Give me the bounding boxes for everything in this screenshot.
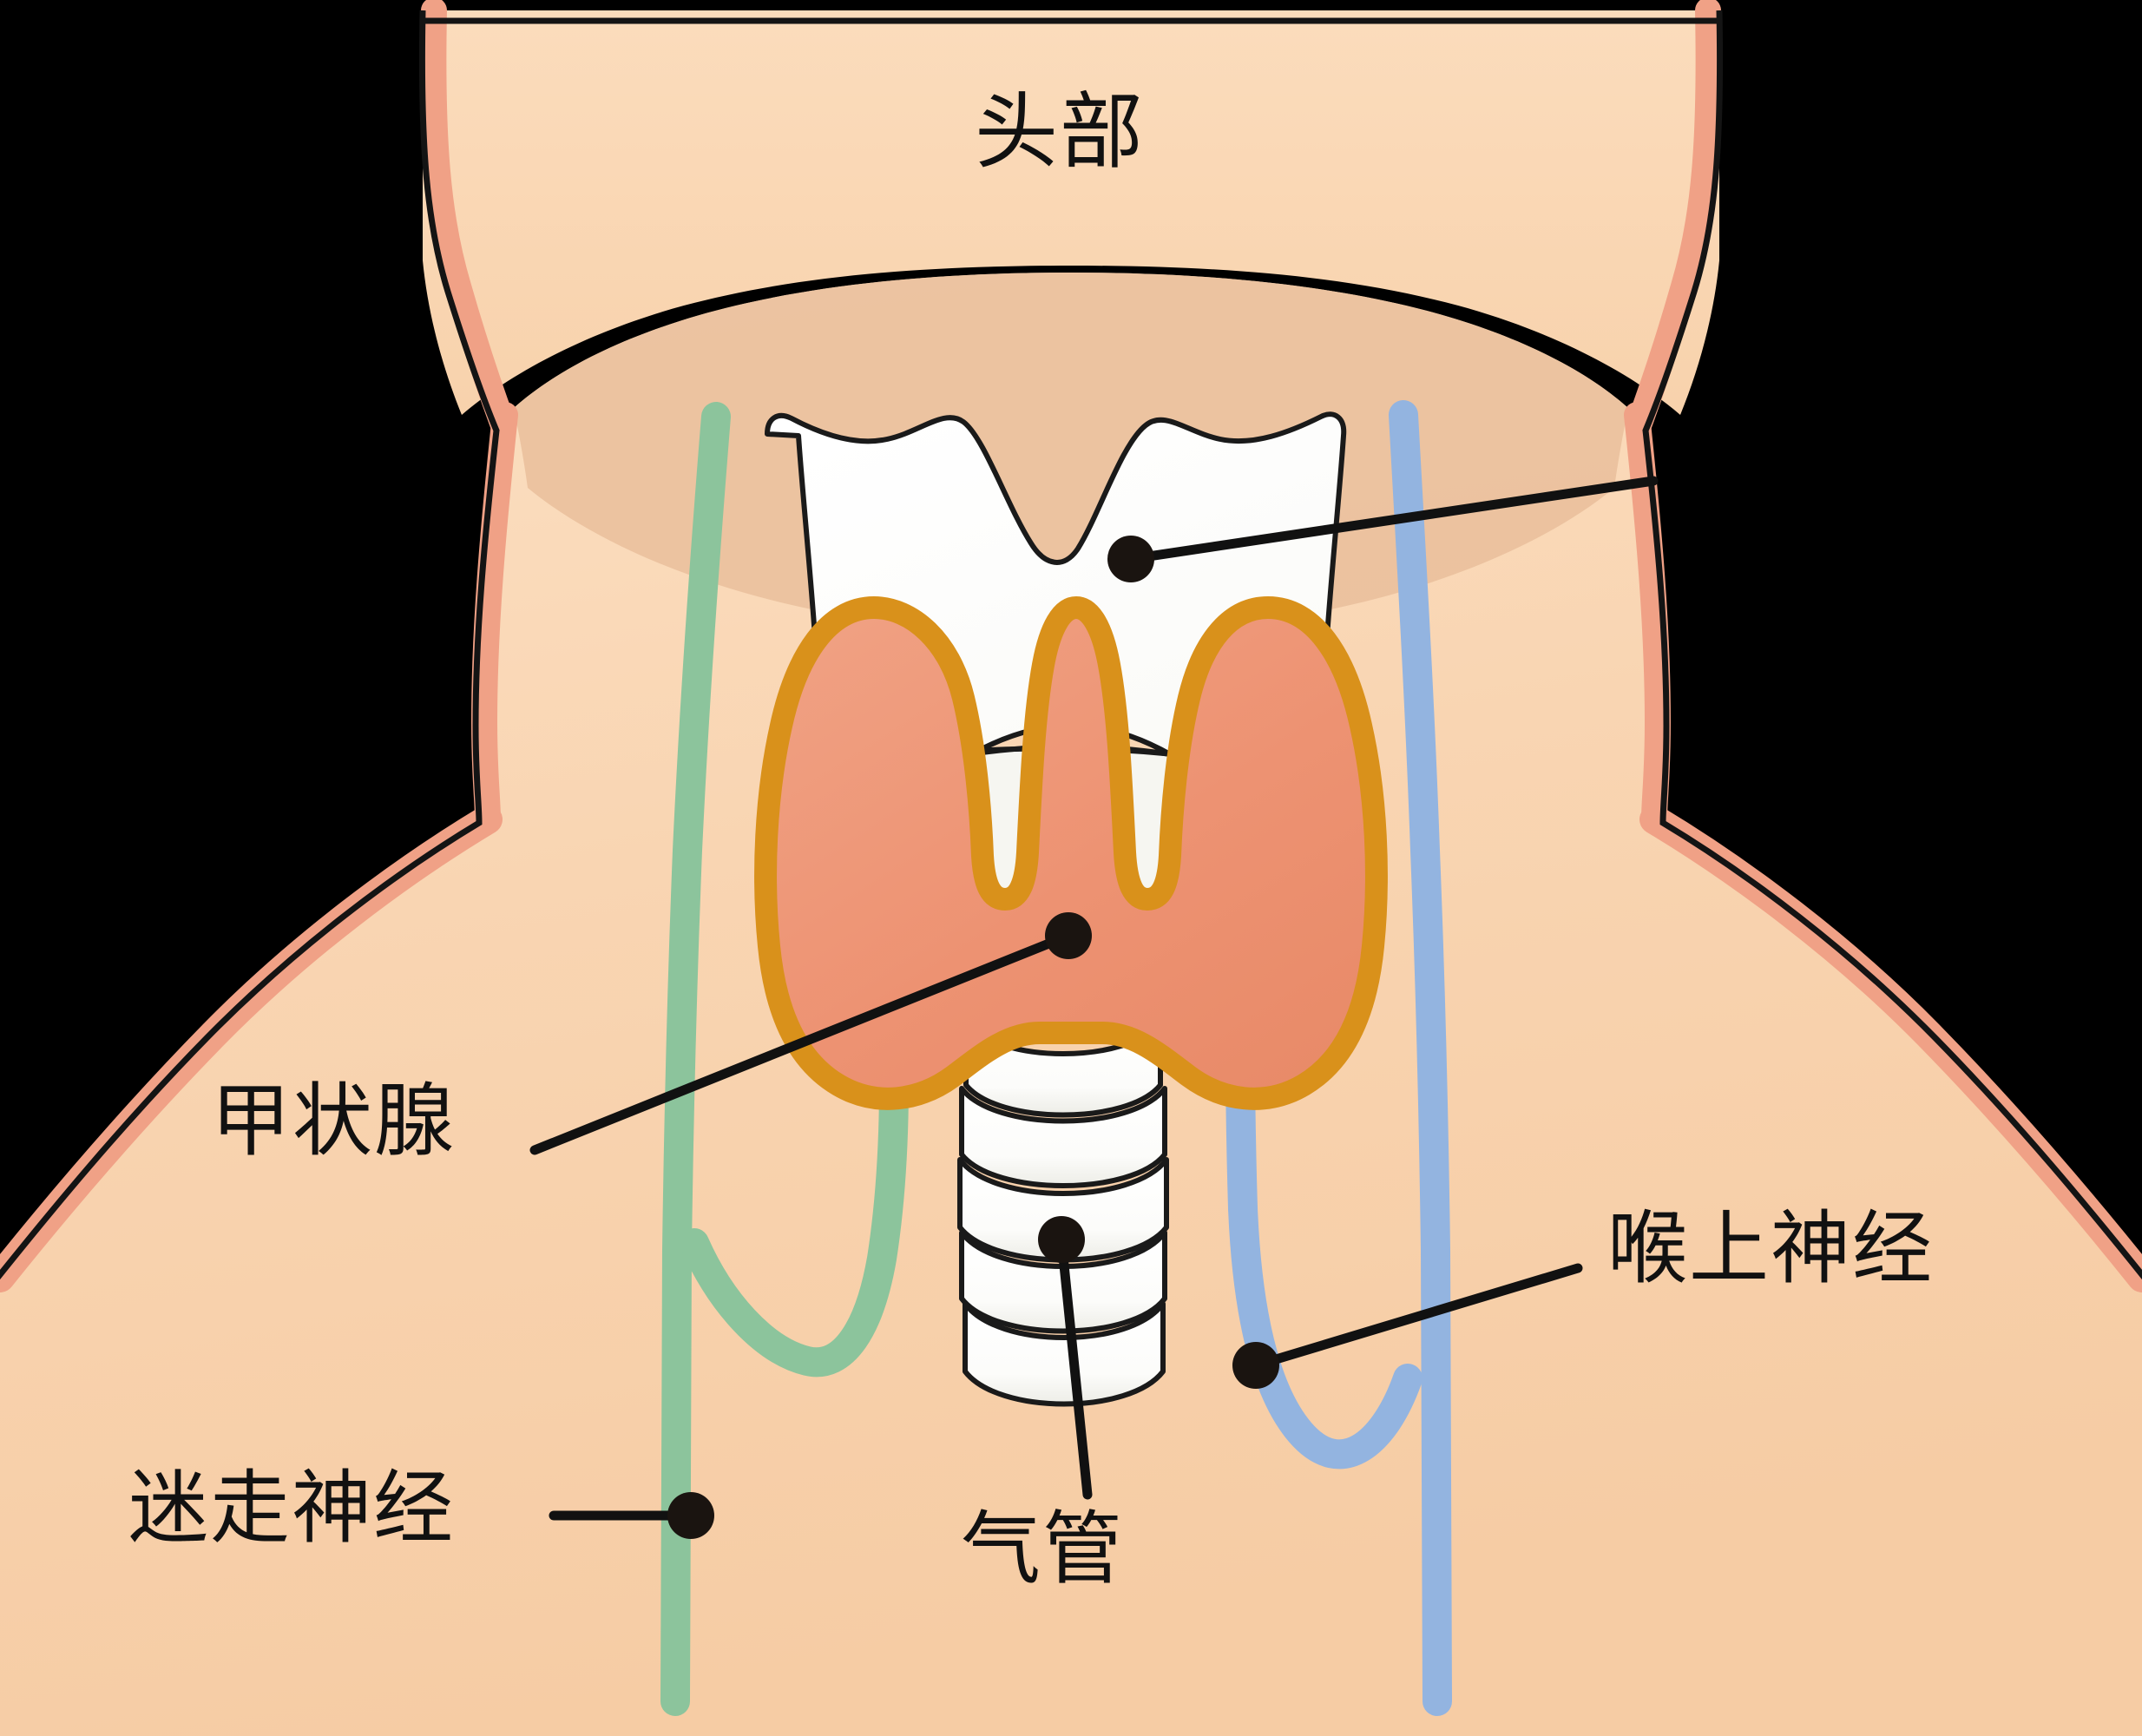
trachea-ring	[959, 1086, 1167, 1188]
callout-dot-vagus	[667, 1492, 714, 1539]
leader-line-cartilage	[1126, 476, 1659, 564]
vagus-nerve-branch	[680, 1067, 909, 1378]
neck-right-outline	[1624, 402, 1672, 832]
jaw-shadow	[514, 273, 1628, 635]
label-trachea: 气管	[961, 1503, 1125, 1595]
thyroid-gland-body	[754, 596, 1388, 1110]
thyroid-gland-group	[754, 596, 1388, 1110]
trachea-ring	[957, 1157, 1169, 1263]
trachea-ring	[963, 1020, 1163, 1118]
callout-dot-trachea	[1038, 1216, 1085, 1263]
trachea-ring	[963, 1301, 1166, 1407]
leader-line-trachea	[1056, 1234, 1093, 1500]
head-shape	[423, 10, 1719, 415]
label-thyroid: 甲状腺	[211, 1075, 457, 1167]
sln-main	[1389, 400, 1452, 1716]
silhouette-contour-right	[1642, 10, 2142, 1280]
head-left-outline	[420, 0, 516, 438]
sln-branch	[1228, 1194, 1423, 1470]
neck-left-outline	[470, 402, 518, 832]
label-vagus-nerve: 迷走神经	[128, 1462, 456, 1555]
leader-line-thyroid	[529, 930, 1074, 1155]
callout-dot-thyroid	[1045, 912, 1092, 959]
callout-dot-sln	[1232, 1342, 1279, 1389]
trachea-group	[957, 1020, 1169, 1407]
callout-leaders	[529, 476, 1659, 1539]
vagus-nerve-group	[660, 402, 909, 1716]
leader-line-sln	[1251, 1263, 1583, 1371]
label-head: 头部	[975, 83, 1145, 181]
head-right-outline	[1626, 0, 1722, 438]
callout-dot-cartilage	[1107, 536, 1154, 582]
silhouette-contour	[0, 10, 500, 1280]
label-superior-laryngeal-nerve: 喉上神经	[1607, 1202, 1935, 1295]
vagus-nerve-main	[660, 402, 731, 1716]
